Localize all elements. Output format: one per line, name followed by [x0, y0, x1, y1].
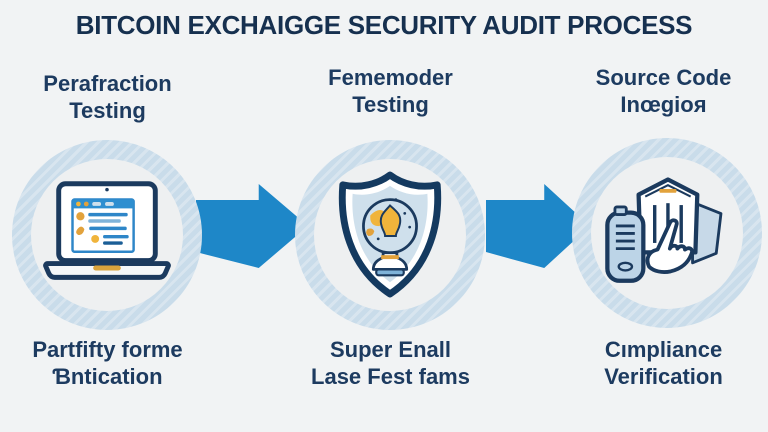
step2-caption: Super Enall Lase Fest fams [283, 336, 498, 390]
step3-caption-line1: Cımpliance [604, 337, 723, 362]
step3-circle [572, 138, 762, 328]
step1-heading: Perafraction Testing [0, 70, 215, 124]
step3-heading: Source Code Inœgioя [556, 64, 768, 118]
pointing-hand-shape [645, 218, 694, 274]
step2-circle [295, 140, 485, 330]
step3-caption: Cımpliance Verification [556, 336, 768, 390]
step2-heading: Fememoder Testing [283, 64, 498, 118]
step2-caption-line2: Lase Fest fams [311, 364, 470, 389]
documents-hand-icon [605, 177, 723, 283]
step2-heading-line2: Testing [352, 92, 429, 117]
step1-heading-line1: Perafraction [43, 71, 172, 96]
step1-heading-line2: Testing [69, 98, 146, 123]
step1-caption: Partfifty forme Ɓntication [0, 336, 215, 390]
step3-heading-line1: Source Code [595, 65, 732, 90]
laptop-browser-icon [43, 181, 171, 280]
page-title: BITCOIN EXCHAIGGE SECURITY AUDIT PROCESS [75, 10, 693, 40]
step1-circle [12, 140, 202, 330]
step1-caption-line2: Ɓntication [52, 364, 163, 389]
shield-globe-icon [338, 171, 442, 298]
step2-heading-line1: Fememoder [328, 65, 453, 90]
flow-arrow-1 [196, 184, 308, 268]
step1-caption-line1: Partfifty forme [32, 337, 183, 362]
step3-caption-line2: Verification [604, 364, 723, 389]
step2-caption-line1: Super Enall [329, 337, 452, 362]
laptop-camera-dot [105, 187, 109, 192]
step3-heading-line2: Inœgioя [620, 92, 707, 117]
